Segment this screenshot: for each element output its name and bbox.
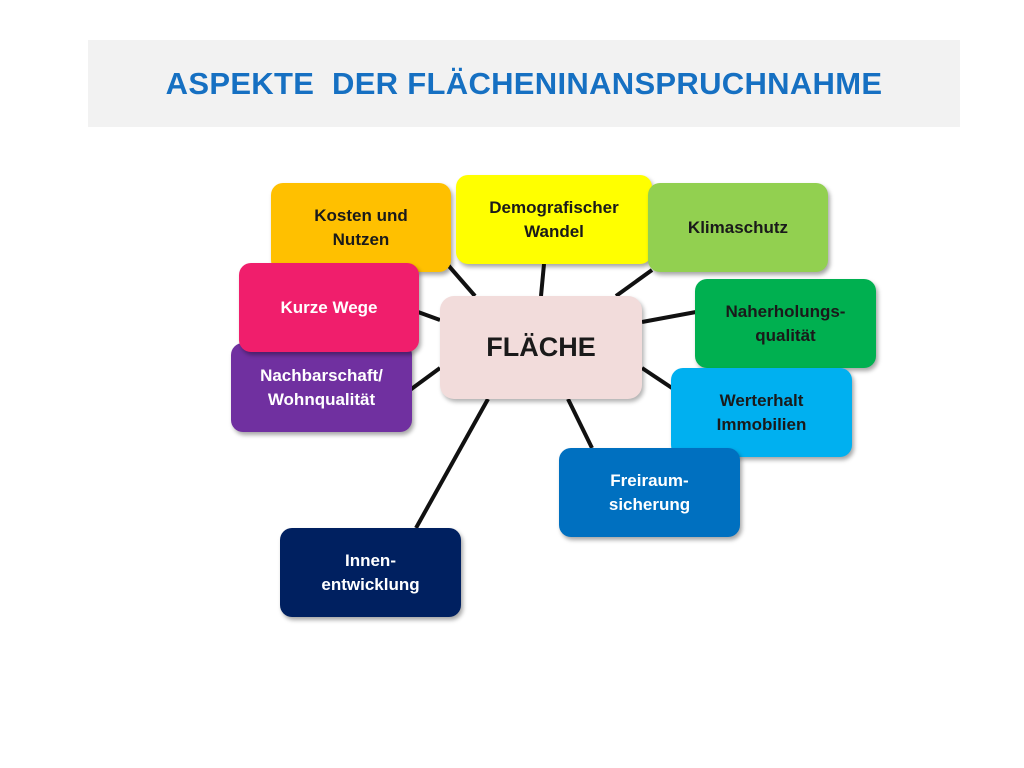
center-label: FLÄCHE [486, 332, 596, 362]
connector-werterhalt [640, 366, 674, 390]
node-label: Kurze Wege [280, 297, 378, 317]
node-label: Kosten und Nutzen [314, 205, 408, 249]
connector-kurzewege [417, 310, 441, 322]
node-naherholungsqualitaet: Naherholungs- qualität [695, 279, 876, 368]
page-title: ASPEKTE DER FLÄCHENINANSPRUCHNAHME [165, 65, 883, 101]
node-demografischer-wandel: Demografischer Wandel [456, 175, 652, 264]
node-label: Innen- entwicklung [321, 550, 420, 594]
node-klimaschutz: Klimaschutz [648, 183, 828, 272]
title-bar: ASPEKTE DER FLÄCHENINANSPRUCHNAHME [88, 40, 960, 127]
connector-innen [414, 398, 490, 529]
node-label: Demografischer Wandel [489, 197, 619, 241]
connector-kosten [446, 263, 477, 298]
node-werterhalt-immobilien: Werterhalt Immobilien [671, 368, 852, 457]
node-kurze-wege: Kurze Wege [239, 263, 419, 352]
center-node-flaeche: FLÄCHE [440, 296, 642, 399]
node-kosten-und-nutzen: Kosten und Nutzen [271, 183, 451, 272]
connector-klimaschutz [614, 268, 654, 298]
connector-freiraum [566, 398, 594, 449]
node-label: Naherholungs- qualität [725, 301, 846, 345]
node-freiraumsicherung: Freiraum- sicherung [559, 448, 740, 537]
node-innenentwicklung: Innen- entwicklung [280, 528, 461, 617]
node-label: Nachbarschaft/ Wohnqualität [260, 365, 383, 409]
connector-demografie [539, 263, 546, 297]
node-label: Klimaschutz [687, 217, 789, 237]
node-label: Freiraum- sicherung [608, 470, 691, 514]
connector-nachbarschaft [408, 366, 442, 392]
node-nachbarschaft-wohnqualitaet: Nachbarschaft/ Wohnqualität [231, 343, 412, 432]
connector-naherholung [641, 310, 697, 324]
node-label: Werterhalt Immobilien [716, 390, 807, 434]
